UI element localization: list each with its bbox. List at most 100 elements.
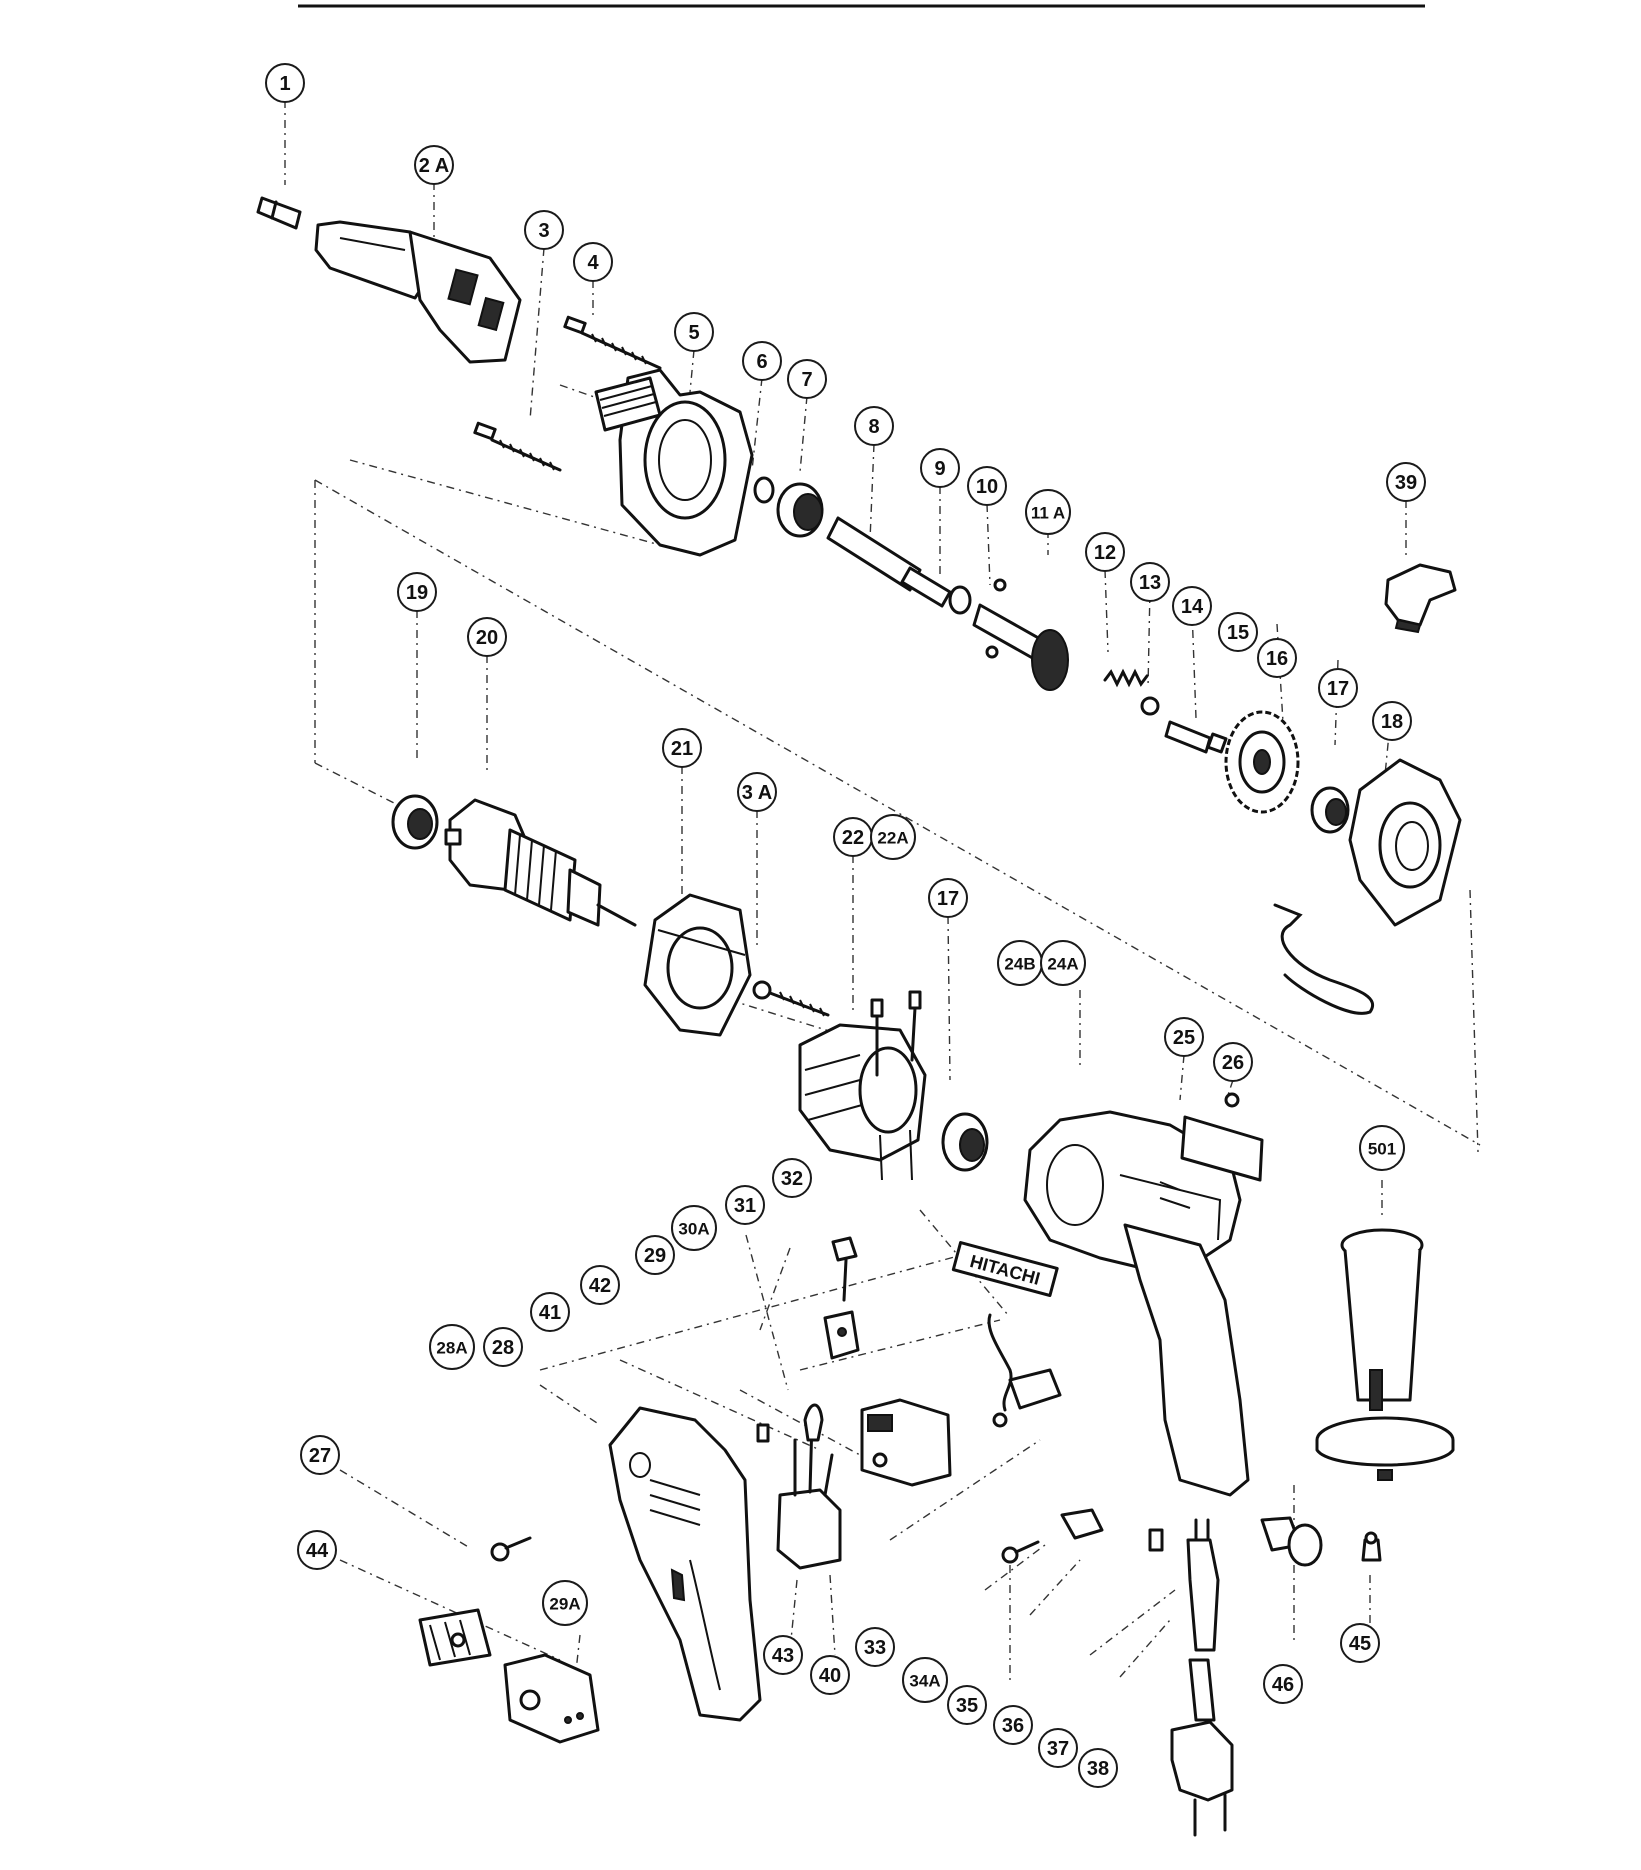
callout-circle [674,312,714,352]
callout-label: 28A [436,1339,467,1358]
callout-8: 8 [854,406,894,446]
callout-label: 32 [781,1168,803,1190]
callout-circle [662,728,702,768]
part-spring [1103,668,1149,688]
callout-label: 28 [492,1337,514,1359]
callout-25: 25 [1164,1017,1204,1057]
parts: HITACHI [256,196,1462,1837]
callout-circle [928,878,968,918]
part-handle-cover [608,1406,762,1722]
callout-label: 41 [539,1302,561,1324]
part-tapping-screw [490,1536,532,1562]
callout-label: 31 [734,1195,756,1217]
callout-circle [1040,940,1086,986]
callout-circle [467,617,507,657]
part-tube [1148,1528,1164,1552]
part-nose-cone [314,220,522,364]
callout-circle [542,1580,588,1626]
callout-circle [854,406,894,446]
part-gear-cover [594,368,754,557]
part-bearing [776,482,824,538]
callout-label: 30A [678,1220,709,1239]
callout-17b: 17 [928,878,968,918]
callout-label: 29 [644,1245,666,1267]
callout-14: 14 [1172,586,1212,626]
part-noise-filter [418,1608,492,1667]
part-switch [860,1398,952,1487]
callout-circle [580,1265,620,1305]
part-terminal-block [776,1403,842,1570]
callout-5: 5 [674,312,714,352]
part-power-cord [1170,1658,1234,1837]
callout-label: 17 [937,888,959,910]
callout-label: 25 [1173,1027,1195,1049]
callout-label: 13 [1139,572,1161,594]
callout-circle [993,1705,1033,1745]
callout-label: 33 [864,1637,886,1659]
part-cord-armor [1186,1518,1220,1652]
callout-22a: 22A [870,814,916,860]
callout-label: 19 [406,582,428,604]
part-switch-lead [987,1313,1062,1428]
part-clutch [972,603,1069,691]
part-brush-holder [831,1236,858,1302]
callout-24b: 24B [997,940,1043,986]
callout-label: 3 [538,220,549,242]
part-screw-long [473,421,562,472]
callout-label: 14 [1181,596,1204,618]
callout-43: 43 [763,1635,803,1675]
callout-circle [902,1657,948,1703]
callout-label: 45 [1349,1633,1371,1655]
callout-label: 18 [1381,711,1403,733]
callout-label: 6 [756,351,767,373]
callout-circle [742,341,782,381]
part-ball-b [985,645,999,659]
callout-circle [1038,1728,1078,1768]
callout-label: 9 [934,458,945,480]
callout-40: 40 [810,1655,850,1695]
callout-34a: 34A [902,1657,948,1703]
callout-29a: 29A [542,1580,588,1626]
callout-label: 5 [688,322,699,344]
callout-label: 20 [476,627,498,649]
part-ring [948,585,972,615]
callout-label: 39 [1395,472,1417,494]
part-spindle [826,516,952,608]
callout-3: 3 [524,210,564,250]
callout-41: 41 [530,1292,570,1332]
callout-label: 10 [976,476,998,498]
callout-label: 3 A [742,782,772,804]
part-pin [1164,720,1228,754]
callout-label: 8 [868,416,879,438]
part-screw-3a [752,980,830,1017]
callout-label: 34A [909,1672,940,1691]
callout-39: 39 [1386,462,1426,502]
part-brand-badge: HITACHI [951,1241,1059,1297]
callout-2a: 2 A [414,145,454,185]
part-screw-34a [1001,1540,1040,1564]
part-motor-bearing [941,1112,989,1172]
callout-label: 38 [1087,1758,1109,1780]
callout-circle [1318,668,1358,708]
callout-27: 27 [300,1435,340,1475]
part-bit [256,196,302,230]
callout-circle [1372,701,1412,741]
part-wire-hook [1273,903,1374,1015]
callout-circle [920,448,960,488]
callout-circle [483,1327,523,1367]
callout-circle [855,1627,895,1667]
callout-29: 29 [635,1235,675,1275]
callout-label: 26 [1222,1052,1244,1074]
callout-9: 9 [920,448,960,488]
callout-20: 20 [467,617,507,657]
part-housing [1023,1110,1250,1497]
callout-circle [524,210,564,250]
callout-label: 36 [1002,1715,1024,1737]
part-brush-cap [823,1310,860,1360]
callout-12: 12 [1085,532,1125,572]
callout-28: 28 [483,1327,523,1367]
callout-circle [573,242,613,282]
callout-label: 11 A [1031,504,1065,523]
callout-circle [763,1635,803,1675]
